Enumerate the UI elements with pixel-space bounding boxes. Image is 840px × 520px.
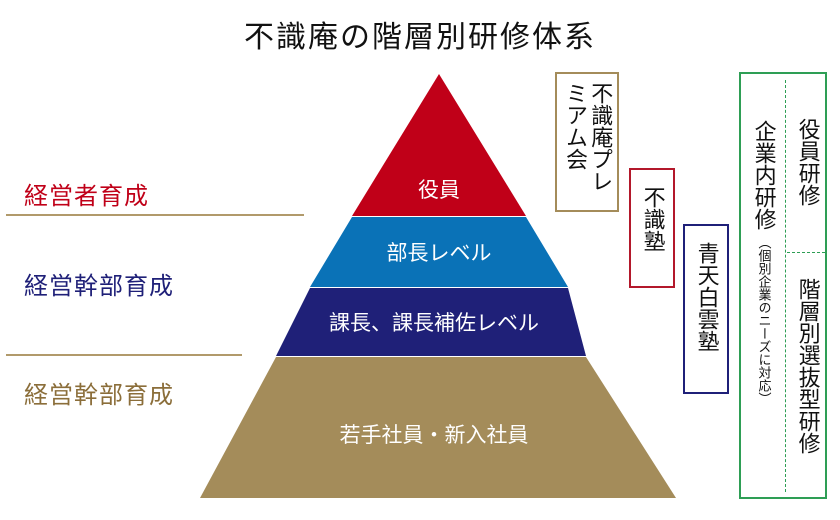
pyramid-label-young-staff: 若手社員・新入社員 xyxy=(340,423,529,447)
inhouse-divider-vertical xyxy=(785,80,786,492)
inhouse-executive-training: 役員研修 xyxy=(794,118,820,206)
pyramid-tier-department-heads xyxy=(310,217,568,287)
pyramid-label-executives: 役員 xyxy=(418,178,460,202)
label-management-development-bottom: 経営幹部育成 xyxy=(24,381,174,409)
program-box-premium: 不識庵プレミアム会 xyxy=(555,72,619,212)
program-box-seiten: 青天白雲塾 xyxy=(683,224,729,394)
program-label-seiten: 青天白雲塾 xyxy=(693,242,719,352)
pyramid-label-section-chiefs: 課長、課長補佐レベル xyxy=(329,311,539,335)
pyramid-tier-section-chiefs xyxy=(276,288,586,356)
program-label-juku: 不識塾 xyxy=(639,186,665,252)
pyramid-label-department-heads: 部長レベル xyxy=(387,241,492,265)
divider-line-bottom xyxy=(6,354,242,356)
inhouse-selective-column: 階層別選抜型研修 xyxy=(787,278,827,454)
label-management-development-middle: 経営幹部育成 xyxy=(24,272,174,300)
inhouse-title-column: 企業内研修 （個別企業のニーズに対応） xyxy=(743,120,783,405)
label-executive-development: 経営者育成 xyxy=(24,182,149,210)
inhouse-executive-column: 役員研修 xyxy=(787,118,827,206)
inhouse-note: （個別企業のニーズに対応） xyxy=(755,236,771,405)
inhouse-title: 企業内研修 xyxy=(750,120,776,230)
divider-line-top xyxy=(6,214,304,216)
inhouse-training-box: 企業内研修 （個別企業のニーズに対応） 役員研修 階層別選抜型研修 xyxy=(739,72,827,499)
inhouse-selective-training: 階層別選抜型研修 xyxy=(794,278,820,454)
program-label-premium: 不識庵プレミアム会 xyxy=(562,82,613,192)
pyramid-tier-executives xyxy=(352,74,526,216)
page-title: 不識庵の階層別研修体系 xyxy=(244,20,596,55)
program-box-juku: 不識塾 xyxy=(629,168,675,288)
inhouse-divider-horizontal xyxy=(787,252,825,253)
pyramid-tier-young-staff xyxy=(200,357,676,498)
